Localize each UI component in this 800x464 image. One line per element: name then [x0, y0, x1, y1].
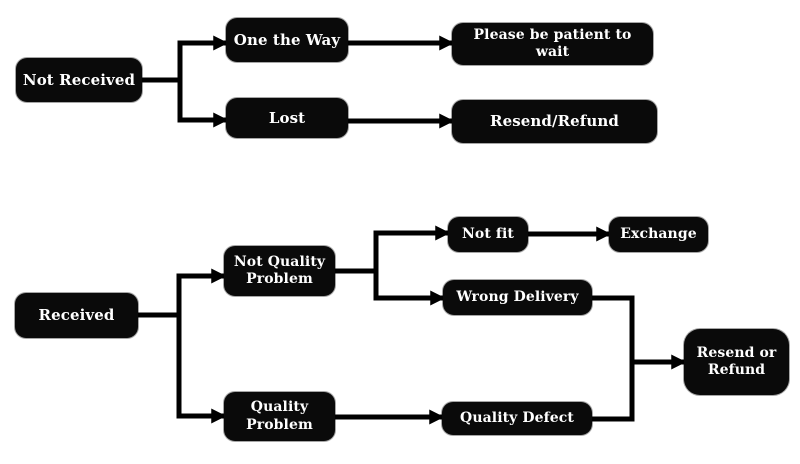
edge-not-received-to-one-the-way [142, 35, 229, 83]
node-resend-refund: Resend/Refund [452, 100, 657, 143]
edge-not-received-to-lost [177, 80, 229, 128]
node-label-one-the-way: One the Way [233, 30, 341, 49]
node-label-quality-defect: Quality Defect [460, 409, 574, 426]
edge-not-quality-to-not-fit [335, 225, 451, 274]
edge-not-quality-to-wrong-delivery [373, 271, 446, 306]
node-not-fit: Not fit [448, 217, 528, 252]
node-label-received: Received [38, 306, 115, 325]
edge-received-to-quality-problem [176, 315, 227, 424]
node-quality-defect: Quality Defect [442, 402, 592, 435]
node-exchange: Exchange [609, 217, 708, 252]
node-wrong-delivery: Wrong Delivery [443, 280, 592, 315]
node-received: Received [15, 293, 138, 338]
node-one-the-way: One the Way [226, 18, 348, 62]
node-quality-problem: Quality Problem [224, 392, 335, 441]
node-label-not-received: Not Received [22, 70, 136, 89]
edge-quality-defect-merge [592, 362, 635, 422]
node-resend-or-refund: Resend or Refund [684, 329, 789, 395]
node-label-exchange: Exchange [620, 225, 697, 242]
node-lost: Lost [226, 98, 348, 138]
edge-received-to-not-quality-problem [138, 268, 227, 318]
node-label-please-be-patient: Please be patient to wait [473, 26, 632, 60]
node-not-received: Not Received [16, 58, 142, 102]
node-label-resend-or-refund: Resend or Refund [696, 344, 777, 378]
node-label-wrong-delivery: Wrong Delivery [456, 288, 579, 305]
node-label-lost: Lost [268, 108, 306, 127]
edge-wrong-delivery-merge [592, 295, 635, 362]
node-not-quality-problem: Not Quality Problem [224, 246, 335, 296]
node-please-be-patient: Please be patient to wait [452, 23, 653, 65]
node-label-quality-problem: Quality Problem [246, 399, 313, 433]
node-label-not-fit: Not fit [462, 225, 514, 242]
node-label-not-quality-problem: Not Quality Problem [233, 253, 326, 287]
node-label-resend-refund: Resend/Refund [490, 112, 619, 131]
